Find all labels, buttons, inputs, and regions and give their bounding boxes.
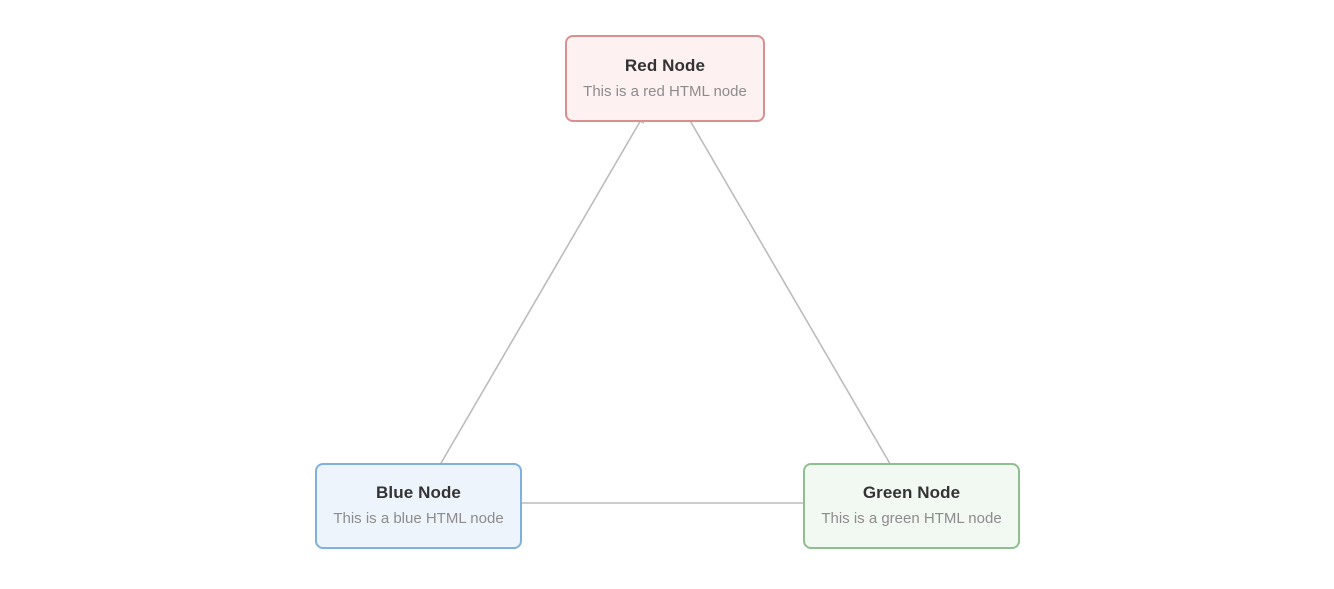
edge-blue-to-red [436, 112, 646, 471]
node-blue-subtitle: This is a blue HTML node [333, 510, 504, 528]
node-green-title: Green Node [862, 483, 961, 503]
node-red[interactable]: Red Node This is a red HTML node [565, 35, 765, 122]
node-blue-title: Blue Node [376, 483, 461, 503]
edge-red-to-green [677, 99, 904, 487]
node-green[interactable]: Green Node This is a green HTML node [803, 463, 1020, 549]
node-green-subtitle: This is a green HTML node [821, 510, 1002, 528]
node-red-subtitle: This is a red HTML node [583, 82, 747, 100]
node-red-title: Red Node [624, 55, 706, 75]
node-blue[interactable]: Blue Node This is a blue HTML node [315, 463, 522, 549]
